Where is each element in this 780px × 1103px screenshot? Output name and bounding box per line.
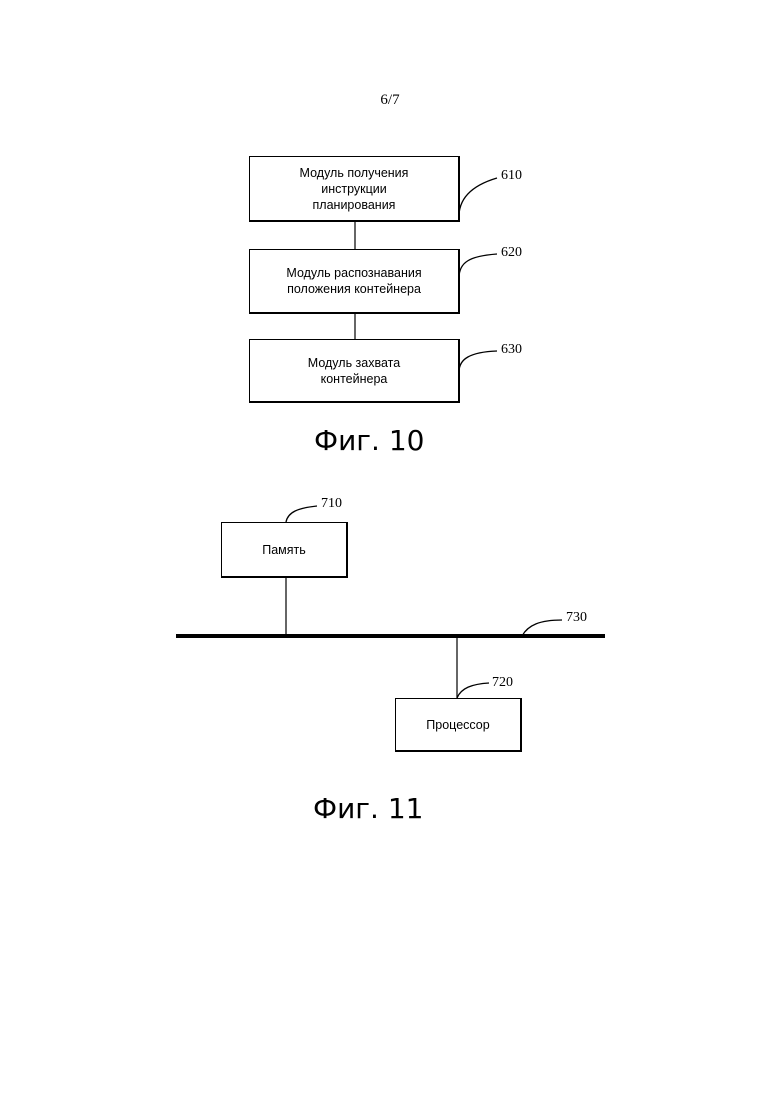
module-label-620: Модуль распознавания положения контейнер… <box>286 265 421 297</box>
leader-730 <box>522 620 562 636</box>
ref-label-630: 630 <box>501 342 522 358</box>
figure-caption-10: Фиг. 10 <box>314 425 424 457</box>
memory-box: Память <box>221 522 348 578</box>
memory-label: Память <box>262 542 306 558</box>
leader-610 <box>459 178 497 219</box>
leader-710 <box>286 506 317 522</box>
ref-label-720: 720 <box>492 675 513 691</box>
module-label-610: Модуль получения инструкции планирования <box>300 165 409 213</box>
ref-label-730: 730 <box>566 610 587 626</box>
processor-label: Процессор <box>426 717 489 733</box>
ref-label-620: 620 <box>501 245 522 261</box>
figure-caption-11: Фиг. 11 <box>313 793 423 825</box>
ref-label-710: 710 <box>321 496 342 512</box>
leader-720 <box>457 683 489 698</box>
leader-620 <box>459 254 497 278</box>
module-box-610: Модуль получения инструкции планирования <box>249 156 460 222</box>
module-box-630: Модуль захвата контейнера <box>249 339 460 403</box>
ref-label-610: 610 <box>501 168 522 184</box>
processor-box: Процессор <box>395 698 522 752</box>
leader-630 <box>459 351 497 372</box>
module-label-630: Модуль захвата контейнера <box>308 355 400 387</box>
module-box-620: Модуль распознавания положения контейнер… <box>249 249 460 314</box>
